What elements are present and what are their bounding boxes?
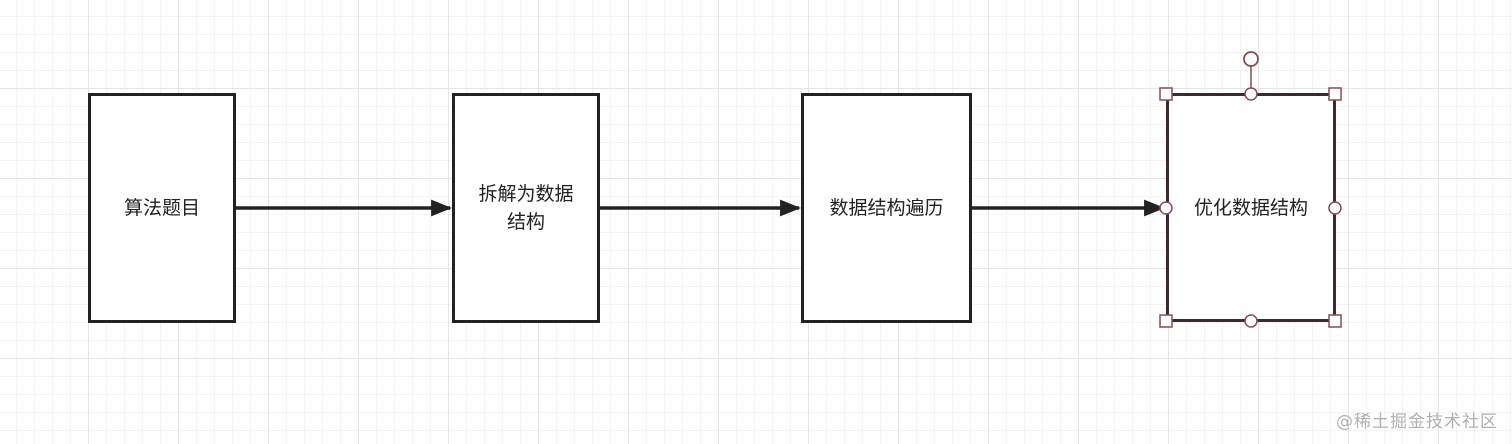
node-label: 数据结构遍历 bbox=[829, 197, 944, 219]
resize-handle-bottom-left[interactable] bbox=[1159, 314, 1173, 328]
node-label: 算法题目 bbox=[123, 197, 200, 219]
watermark: @稀土掘金技术社区 bbox=[1336, 412, 1498, 432]
node-algorithm-problem[interactable]: 算法题目 bbox=[88, 93, 236, 323]
connection-point-left[interactable] bbox=[1159, 201, 1173, 215]
connection-point-bottom[interactable] bbox=[1244, 314, 1258, 328]
node-label: 优化数据结构 bbox=[1193, 196, 1308, 219]
connection-point-right[interactable] bbox=[1328, 201, 1342, 215]
connection-point-top[interactable] bbox=[1244, 87, 1258, 101]
node-decompose-data-structure[interactable]: 拆解为数据结构 bbox=[452, 93, 600, 323]
node-label: 拆解为数据结构 bbox=[478, 183, 574, 233]
rotate-handle[interactable] bbox=[1243, 51, 1259, 67]
selection-handles[interactable] bbox=[1159, 51, 1342, 328]
node-traverse-data-structure[interactable]: 数据结构遍历 bbox=[801, 93, 972, 323]
resize-handle-top-right[interactable] bbox=[1328, 87, 1342, 101]
resize-handle-top-left[interactable] bbox=[1159, 87, 1173, 101]
resize-handle-bottom-right[interactable] bbox=[1328, 314, 1342, 328]
